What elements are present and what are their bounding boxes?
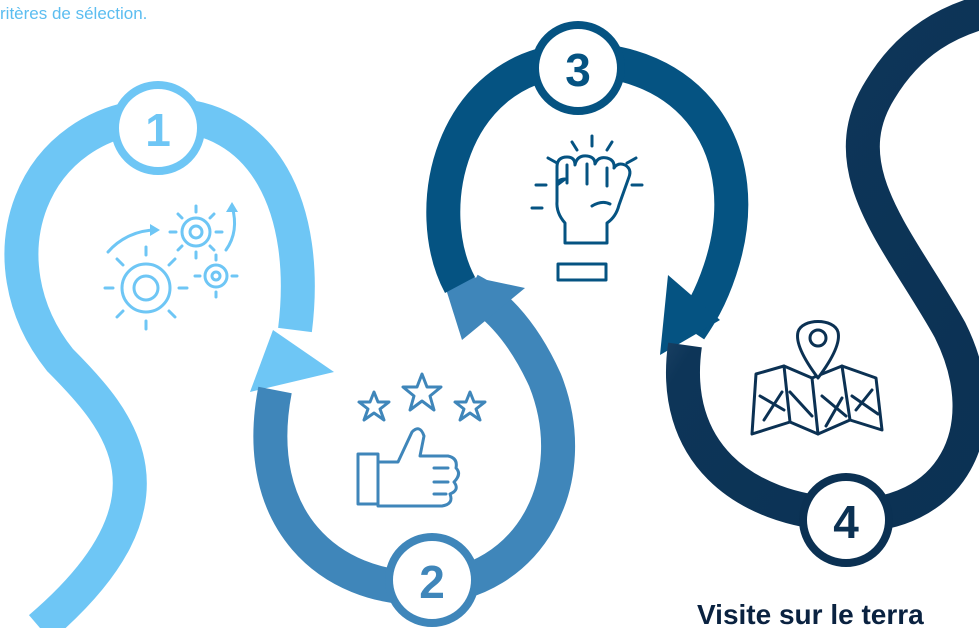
map-pin-icon xyxy=(750,320,884,436)
step-2-arc xyxy=(253,270,576,606)
step-1-arc xyxy=(4,97,334,628)
step-4-badge: 4 xyxy=(799,473,893,567)
step-1-badge: 1 xyxy=(111,81,205,175)
step-2-number: 2 xyxy=(419,556,445,608)
step-3-arrowhead xyxy=(660,275,720,355)
step-3-number: 3 xyxy=(565,44,591,96)
step-1-number: 1 xyxy=(145,104,171,156)
step-2-badge: 2 xyxy=(385,533,479,627)
step-1-arrowhead xyxy=(250,330,334,392)
step-2-arrowhead xyxy=(440,270,525,340)
header-text: ritères de sélection. xyxy=(0,4,148,23)
step-4-arc xyxy=(666,0,979,533)
step-4-number: 4 xyxy=(833,496,859,548)
step-3-arc xyxy=(426,42,749,355)
raised-fist-icon xyxy=(530,134,644,282)
step-4-title: Visite sur le terra xyxy=(697,599,924,630)
thumbs-up-stars-icon xyxy=(356,372,487,508)
gears-icon xyxy=(103,202,239,331)
step-3-badge: 3 xyxy=(531,21,625,115)
